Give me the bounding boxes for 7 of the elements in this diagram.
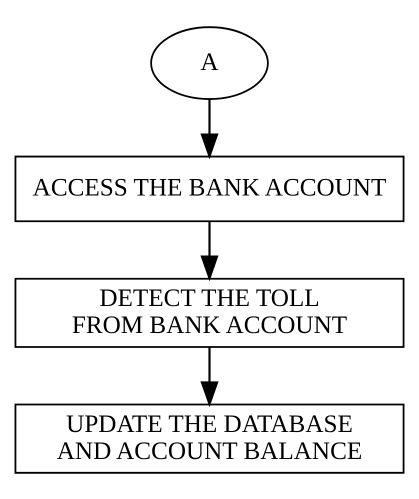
arrow — [200, 99, 219, 159]
node-ellipse: A — [150, 26, 269, 100]
node-box: ACCESS THE BANK ACCOUNT — [14, 155, 404, 222]
arrow — [200, 221, 219, 281]
node-box: DETECT THE TOLL FROM BANK ACCOUNT — [14, 277, 404, 348]
node-box: UPDATE THE DATABASE AND ACCOUNT BALANCE — [14, 403, 404, 474]
arrow — [200, 346, 219, 407]
